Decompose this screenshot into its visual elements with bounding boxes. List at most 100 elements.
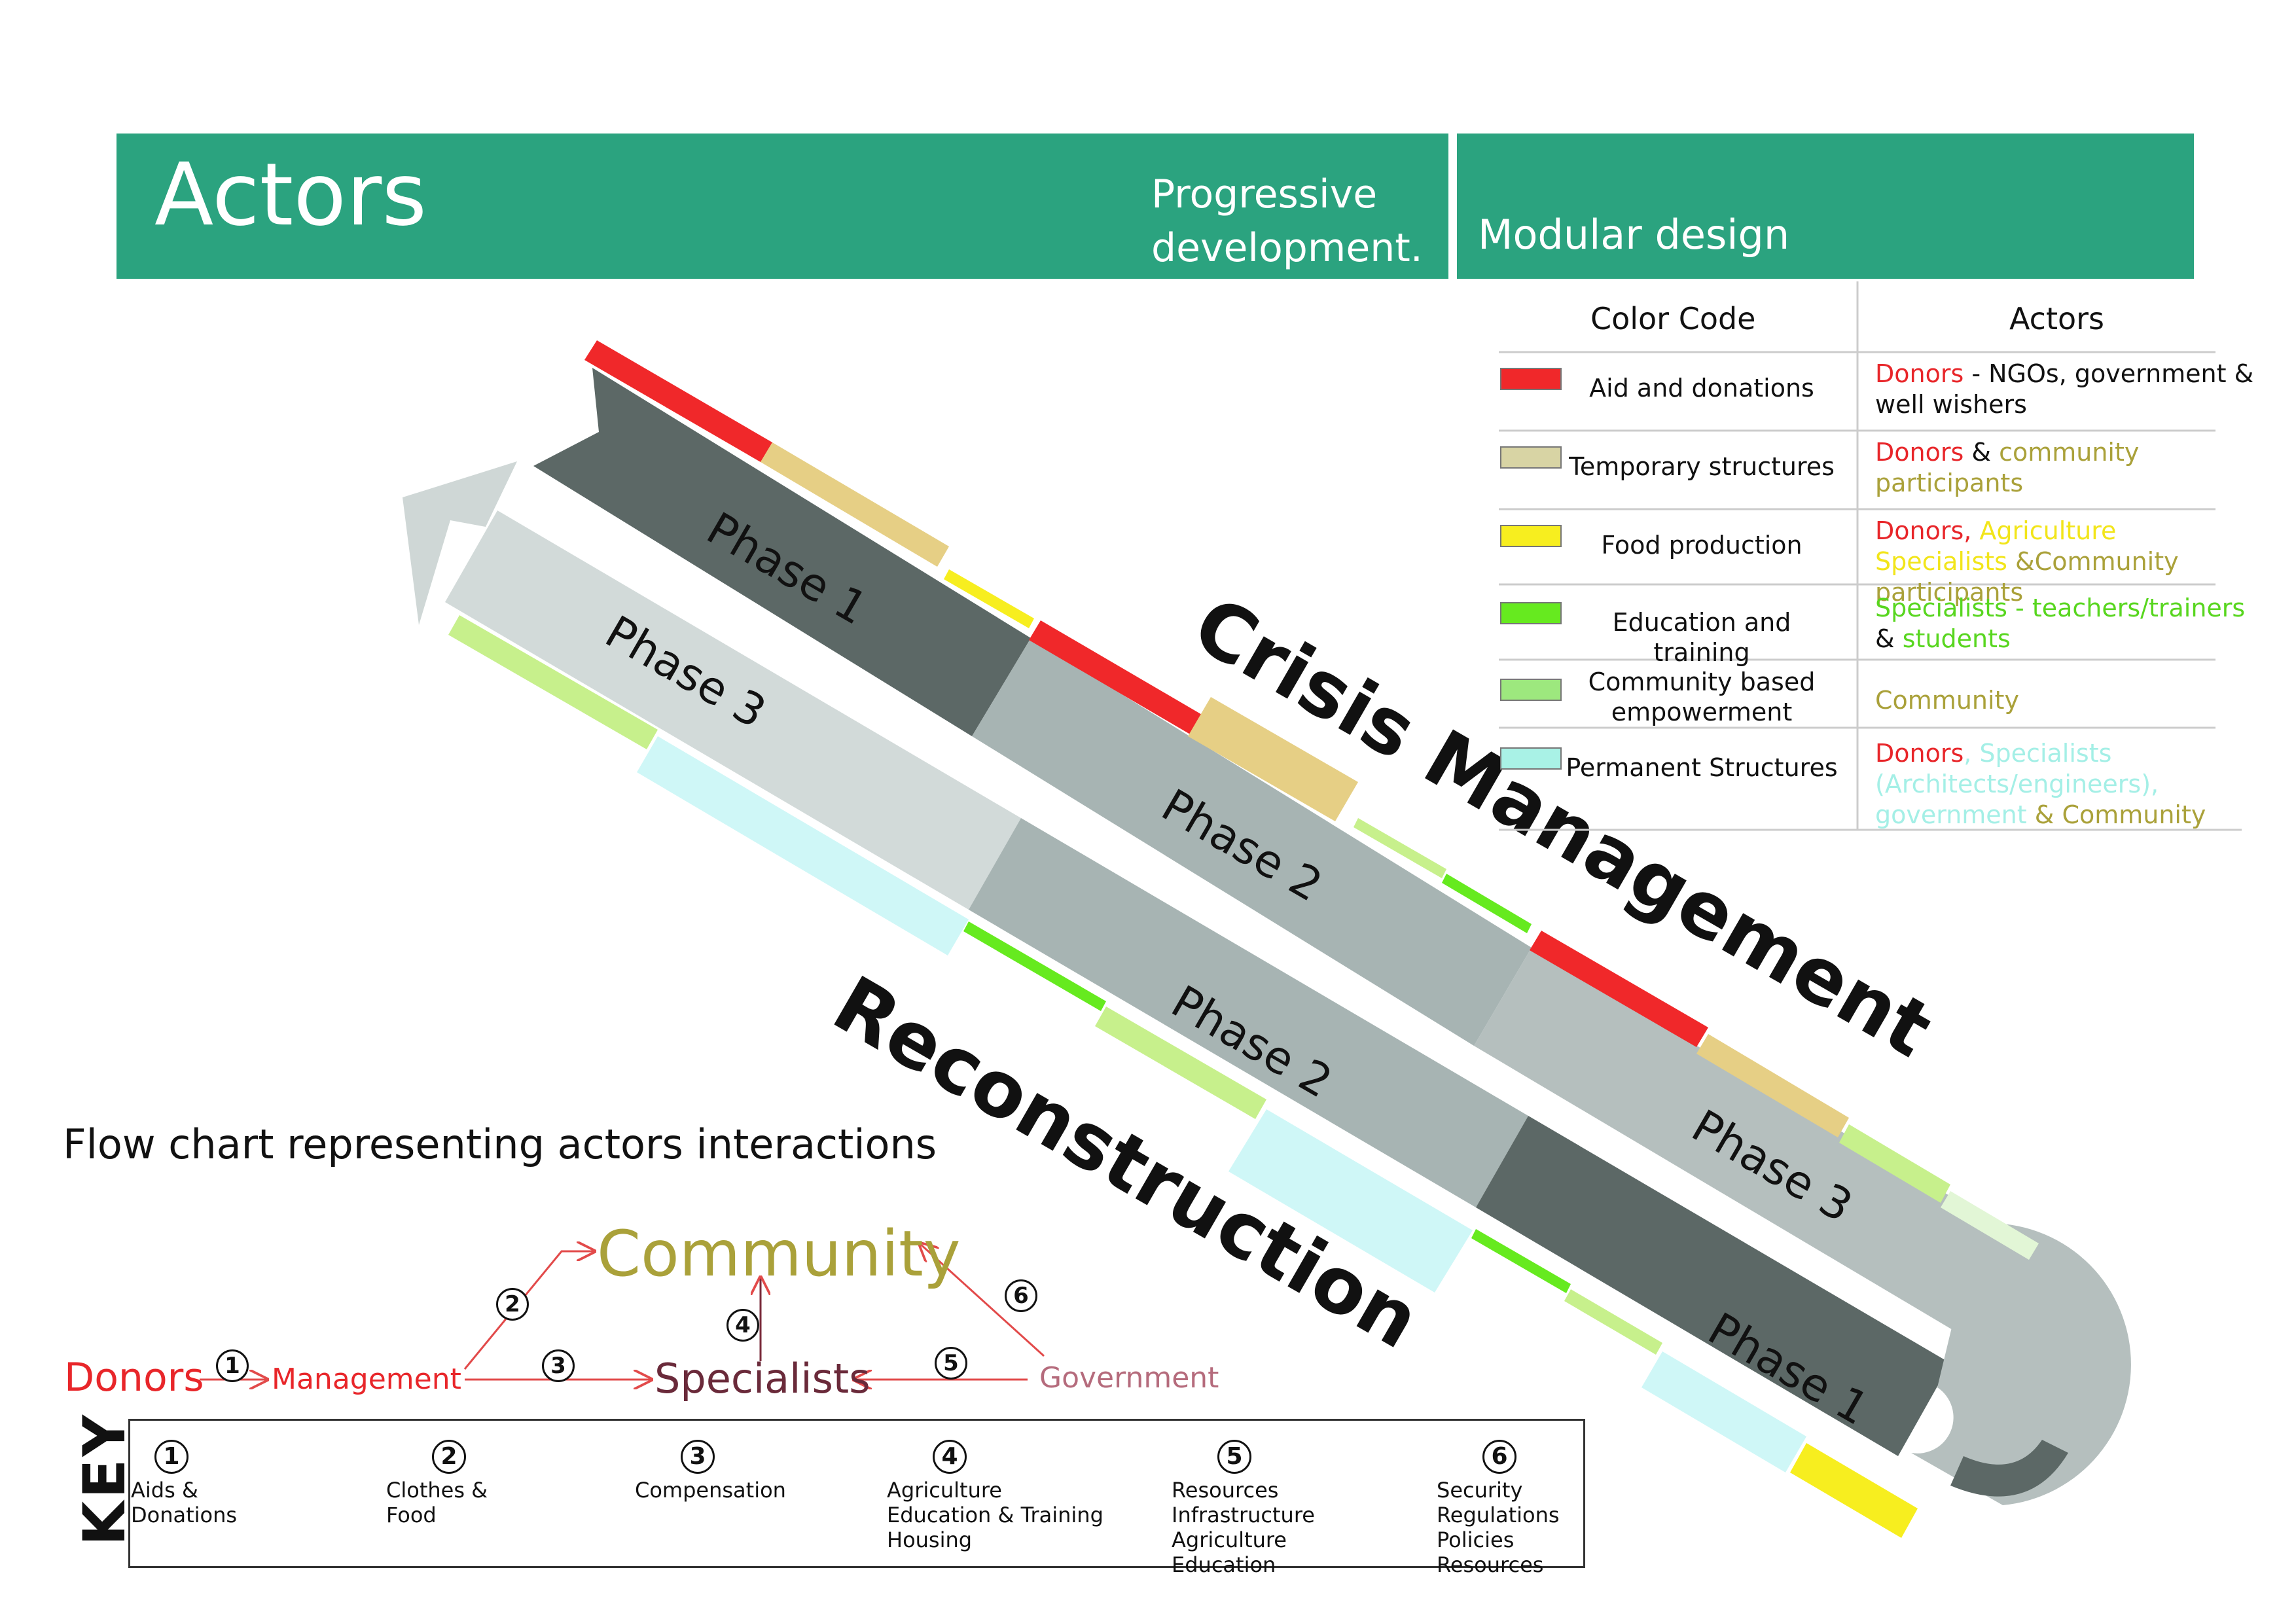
flow-node-government: Government <box>1039 1361 1219 1395</box>
key-item-number: 3 <box>681 1440 715 1474</box>
key-item-line: Regulations <box>1437 1503 1560 1527</box>
key-item-number: 1 <box>154 1440 188 1474</box>
reconstruction-arrow <box>403 461 1950 1456</box>
legend-actor-fragment: Donors <box>1875 739 1964 768</box>
key-item-line: Clothes & <box>386 1478 488 1503</box>
legend-col-actors: Actors <box>2009 301 2105 336</box>
strip-cyan <box>1229 1109 1473 1293</box>
color-strips-lower <box>448 615 1918 1538</box>
legend-col-color: Color Code <box>1590 301 1756 336</box>
key-box <box>128 1419 1585 1568</box>
crisis-arrow-tail <box>533 368 1031 736</box>
header-subtitle: Progressive development. <box>1151 168 1439 275</box>
legend-swatch <box>1500 602 1562 624</box>
flow-node-donors: Donors <box>64 1355 204 1400</box>
strip-red <box>1029 620 1211 740</box>
legend-actor-fragment: Community <box>1875 686 2019 715</box>
key-item-number: 4 <box>933 1440 967 1474</box>
legend-row-actors: Community <box>1875 685 2255 716</box>
header-bar: Actors Progressive development. <box>117 134 1448 279</box>
legend-row-actors: Donors, Agriculture Specialists &Communi… <box>1875 516 2255 608</box>
strip-red <box>584 340 772 462</box>
flow-node-management: Management <box>272 1363 461 1396</box>
strip-yellow <box>1790 1443 1918 1538</box>
key-item-line: Agriculture <box>1172 1527 1287 1552</box>
key-item-line: Agriculture <box>887 1478 1002 1503</box>
key-item-line: Resources <box>1437 1552 1544 1577</box>
key-item-line: Food <box>386 1503 437 1527</box>
key-item-line: Security <box>1437 1478 1523 1503</box>
legend-row-actors: Donors & community participants <box>1875 437 2255 499</box>
strip-palegreen <box>1941 1191 2039 1260</box>
legend-actor-fragment: , Specialists (Architects/engineers), go… <box>1875 739 2159 829</box>
legend-row-label: Temporary structures <box>1569 452 1835 481</box>
legend-actor-fragment: Donors, <box>1875 516 1980 545</box>
key-item-line: Donations <box>131 1503 238 1527</box>
reconstruction-phase1-band <box>1476 1116 1950 1456</box>
legend-actor-fragment: community participants <box>1875 438 2140 497</box>
strip-lightgreen <box>1564 1289 1662 1355</box>
flow-step-3: 3 <box>542 1349 575 1382</box>
legend-actor-fragment: Agriculture Specialists <box>1875 516 2117 576</box>
flow-step-2: 2 <box>496 1288 529 1321</box>
flow-node-specialists: Specialists <box>655 1355 870 1402</box>
key-item-line: Education <box>1172 1552 1276 1577</box>
legend-row-label: Aid and donations <box>1589 374 1814 402</box>
flow-step-1: 1 <box>216 1349 249 1382</box>
strip-cyan <box>1641 1351 1806 1472</box>
strip-lightgreen <box>1839 1124 1950 1203</box>
key-item-line: Compensation <box>635 1478 786 1503</box>
key-item-line: Education & Training <box>887 1503 1103 1527</box>
header-subtitle-line2: development. <box>1151 225 1423 271</box>
legend-actor-fragment: - NGOs, government & well wishers <box>1875 359 2254 419</box>
key-item-number: 6 <box>1482 1440 1516 1474</box>
header-right-title: Modular design <box>1478 211 1790 259</box>
strip-cyan <box>637 736 969 955</box>
legend-table-lines <box>1499 281 2242 831</box>
reconstruction-phase2-band <box>969 818 1528 1207</box>
flow-arrows <box>200 1243 1045 1380</box>
legend-actor-fragment: Donors <box>1875 438 1964 467</box>
legend-swatch <box>1500 525 1562 547</box>
legend-actor-fragment: students <box>1902 624 2011 653</box>
legend-actor-fragment: & Community <box>2026 800 2206 829</box>
color-strips-upper <box>584 340 2039 1260</box>
legend-actor-fragment: Specialists - teachers/trainers <box>1875 594 2246 622</box>
key-item-number: 2 <box>432 1440 466 1474</box>
strip-tan <box>1188 697 1358 821</box>
flow-step-4: 4 <box>726 1309 759 1342</box>
crisis-lane <box>533 368 2036 1345</box>
uturn-loop-dark <box>1950 1440 2068 1497</box>
legend-swatch <box>1500 747 1562 770</box>
legend-swatch <box>1500 446 1562 469</box>
flow-step-5: 5 <box>935 1347 967 1380</box>
arrow-management-community <box>463 1251 594 1370</box>
strip-green <box>1471 1229 1571 1293</box>
legend-row-label: Food production <box>1601 531 1803 560</box>
legend-row-actors: Donors, Specialists (Architects/engineer… <box>1875 738 2255 830</box>
legend-actor-fragment: & <box>1964 438 2000 467</box>
header-subtitle-line1: Progressive <box>1151 171 1378 217</box>
legend-swatch <box>1500 368 1562 390</box>
flow-chart-title: Flow chart representing actors interacti… <box>63 1120 937 1168</box>
strip-green <box>1442 874 1532 933</box>
legend-actor-fragment: &Community participants <box>1875 547 2179 607</box>
strip-red <box>1530 931 1708 1047</box>
legend-row-label: Education and training <box>1612 608 1791 667</box>
legend-row-label: Community based empowerment <box>1588 668 1816 726</box>
reconstruction-arrowhead <box>403 461 517 625</box>
reconstruction-phase3-band <box>445 510 1021 910</box>
strip-tan <box>761 442 949 567</box>
uturn-loop <box>1911 1223 2131 1505</box>
flow-node-community: Community <box>597 1217 961 1291</box>
key-item-line: Resources <box>1172 1478 1279 1503</box>
key-item-line: Policies <box>1437 1527 1515 1552</box>
header-bar-right: Modular design <box>1457 134 2194 279</box>
strip-yellow <box>944 569 1034 628</box>
